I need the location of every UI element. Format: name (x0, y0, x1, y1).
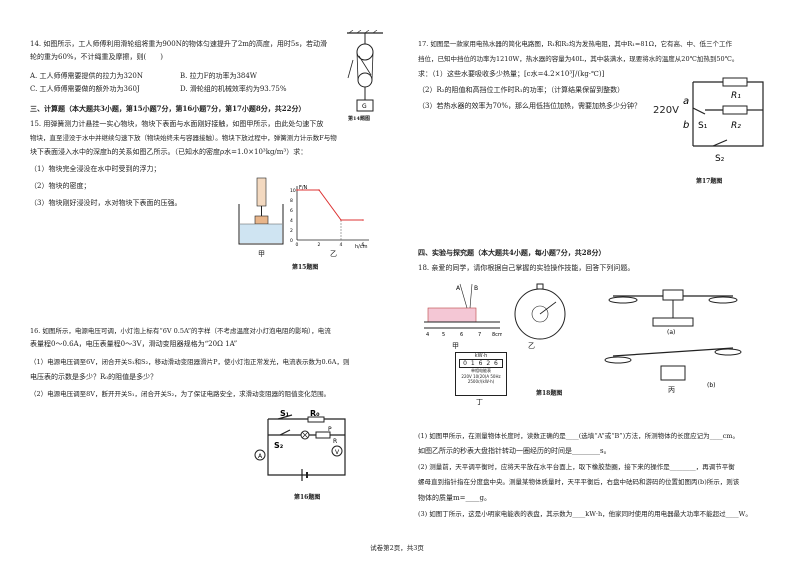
q18-ruler-figure: A B 4 5 6 7 8cm (424, 283, 502, 338)
y-tick-label: 8 (290, 198, 293, 204)
q17-line1: 17. 如图是一款家用电热水器的简化电路图，R₁和R₂均为发热电阻，其中R₁=8… (418, 40, 733, 48)
q18-label-yi: 乙 (528, 342, 535, 350)
meter-text1: 单相电能表 (471, 368, 491, 373)
q15-label-yi: 乙 (330, 250, 337, 258)
y-tick-label: 4 (290, 218, 293, 224)
q18-part2b: 螺母直到指针指在分度盘中央。测量某物体质量时，天平平衡后，右盘中砝码和游码的位置… (418, 478, 740, 486)
q18-part2c: 物体的质量m=____g。 (418, 494, 491, 502)
svg-text:a: a (683, 96, 689, 107)
q14-figure-caption: 第14题图 (348, 116, 370, 122)
q18-part1: (1) 如图甲所示，在测量物体长度时，读数正确的是____(选填“A”或“B”)… (418, 432, 739, 440)
y-axis-label: F/N (299, 185, 308, 191)
svg-text:P: P (328, 426, 332, 433)
y-tick-label: 2 (290, 228, 293, 234)
q14-stem-line2: 轮的重为60%，不计绳重及摩擦，则( ) (30, 53, 164, 61)
svg-text:R: R (333, 438, 337, 445)
y-tick-label: 10 (290, 188, 296, 194)
svg-text:V: V (335, 449, 340, 456)
svg-text:B: B (474, 285, 478, 292)
q15-label-jia: 甲 (258, 250, 265, 258)
svg-text:R₂: R₂ (731, 121, 741, 131)
q14-option-b: B. 拉力F的功率为384W (180, 72, 258, 80)
svg-text:7: 7 (478, 332, 481, 338)
q17-circuit: R₁ R₂ a b S₁ S₂ (683, 77, 764, 164)
q14-stem-line1: 14. 如图所示，工人师傅利用滑轮组将重为900N的物体匀速提升了2m的高度，用… (30, 40, 327, 48)
svg-text:S₂: S₂ (715, 154, 725, 164)
x-tick-label: 4 (340, 242, 343, 248)
y-tick-label: 6 (290, 208, 293, 214)
q15-chart: F/N h/cm 0 2 4 6 8 10 0 2 4 6 (290, 185, 369, 250)
svg-text:6: 6 (460, 332, 463, 338)
q17-caption: 第17题图 (696, 178, 723, 185)
q17-line5: （3）若热水器的效率为70%，那么用低挡位加热，需要加热多少分钟？ (418, 102, 642, 110)
page-footer: 试卷第2页，共3页 (370, 544, 424, 552)
q18-part1b: 如图乙所示的秒表大盘指针转动一圈经历的时间是________s。 (418, 447, 611, 455)
pulley-figure: G (347, 30, 383, 112)
svg-text:S₁: S₁ (698, 121, 708, 131)
q17-voltage-label: 220V (653, 105, 679, 116)
x-axis-label: h/cm (355, 244, 368, 250)
meter-unit: kW·h (474, 353, 488, 359)
q18-label-jia: 甲 (452, 342, 459, 350)
x-tick-label: 0 (296, 242, 299, 248)
svg-text:4: 4 (426, 332, 429, 338)
svg-text:S₂: S₂ (274, 441, 284, 450)
q15-caption: 第15题图 (292, 264, 319, 271)
y-tick-label: 0 (290, 238, 293, 244)
q17-line2: 挡位，已知中挡位的功率为1210W，热水器的容量为40L，其中装满水，现要将水的… (418, 55, 739, 63)
q18-part3: (3) 如图丁所示，这是小明家电能表的表盘，其示数为____kW·h，他家同时使… (418, 510, 752, 518)
electricity-meter: kW·h 0 1 6 2 6 单相电能表 220V 10(20)A 50Hz 2… (455, 352, 507, 396)
series-line (297, 189, 363, 221)
q15-figure-jia (238, 177, 284, 245)
section-3-heading: 三、计算题（本大题共3小题，第15小题7分，第16小题7分，第17小题8分，共2… (30, 104, 306, 113)
q14-option-d: D. 滑轮组的机械效率约为93.75% (180, 85, 287, 93)
q16-part1a: （1）电源电压调至6V，闭合开关S₁和S₂，移动滑动变阻器滑片P，使小灯泡正常发… (30, 358, 350, 366)
q18-intro: 18. 亲爱的同学，请你根据自己掌握的实验操作技能，回答下列问题。 (418, 264, 635, 272)
balance-figure: (a) (b) (604, 289, 742, 389)
q17-line4: （2）R₂的阻值和高挡位工作时R₁的功率；（计算结果保留到整数） (418, 86, 625, 94)
section-4-heading: 四、实验与探究题（本大题共4小题，每小题7分，共28分） (418, 248, 606, 257)
q15-line2: 物块，直至浸没于水中并继续匀速下放（物块始终未与容器接触）。物块下放过程中，弹簧… (30, 134, 337, 142)
x-tick-label: 2 (318, 242, 321, 248)
q14-option-c: C. 工人师傅需要做的额外功为360J (30, 85, 140, 93)
q16-part2: （2）电源电压调至8V，断开开关S₁，闭合开关S₂，为了保证电路安全，求滑动变阻… (30, 390, 331, 398)
q16-part1b: 电压表的示数是多少？R₀的阻值是多少？ (30, 373, 158, 381)
q18-part2: (2) 测量前，天平调平衡时，应将天平放在水平台面上，取下橡胶垫圈，接下来的操作… (418, 463, 735, 471)
meter-text2: 220V 10(20)A 50Hz (461, 374, 501, 379)
meter-reading: 0 1 6 2 6 (459, 359, 503, 368)
svg-text:A: A (456, 285, 461, 292)
q15-part1: （1）物块完全浸没在水中时受到的浮力； (30, 165, 161, 173)
svg-text:(b): (b) (707, 382, 716, 389)
svg-text:A: A (258, 453, 263, 460)
svg-text:R₁: R₁ (731, 91, 741, 101)
q16-line1: 16. 如图所示，电源电压可调，小灯泡上标有“6V 0.5A”的字样（不考虑温度… (30, 327, 331, 335)
meter-text3: 2500r/(kW·h) (467, 379, 495, 384)
svg-text:(a): (a) (667, 329, 675, 336)
q15-line1: 15. 用弹簧测力计悬挂一实心物块，物块下表面与水面刚好接触，如图甲所示，由此处… (30, 120, 324, 128)
q17-line3: 求：（1）这些水要吸收多少热量；[c水=4.2×10³J/(kg·℃)] (418, 70, 605, 78)
q15-part3: （3）物块刚好浸没时，水对物块下表面的压强。 (30, 199, 182, 207)
q15-part2: （2）物块的密度； (30, 182, 91, 190)
svg-text:G: G (362, 103, 367, 110)
q16-line2: 表量程0～0.6A，电压表量程0～3V，滑动变阻器规格为“20Ω 1A” (30, 340, 238, 348)
q18-label-bing: 丙 (668, 386, 675, 394)
x-tick-label: 6 (362, 242, 365, 248)
q18-label-ding: 丁 (476, 398, 483, 406)
q18-caption: 第18题图 (536, 390, 563, 397)
svg-text:8cm: 8cm (492, 332, 502, 338)
svg-text:5: 5 (442, 332, 445, 338)
stopwatch-figure (514, 283, 566, 340)
svg-text:R₀: R₀ (310, 409, 320, 418)
q16-circuit: S₁ R₀ S₂ P R V A (254, 409, 346, 481)
q15-line3: 块下表面浸入水中的深度h的关系如图乙所示。（已知水的密度ρ水=1.0×10³kg… (30, 148, 308, 156)
svg-text:b: b (683, 120, 689, 131)
q16-caption: 第16题图 (294, 494, 321, 501)
svg-text:S₁: S₁ (280, 409, 290, 418)
q14-option-a: A. 工人师傅需要提供的拉力为320N (30, 72, 143, 80)
